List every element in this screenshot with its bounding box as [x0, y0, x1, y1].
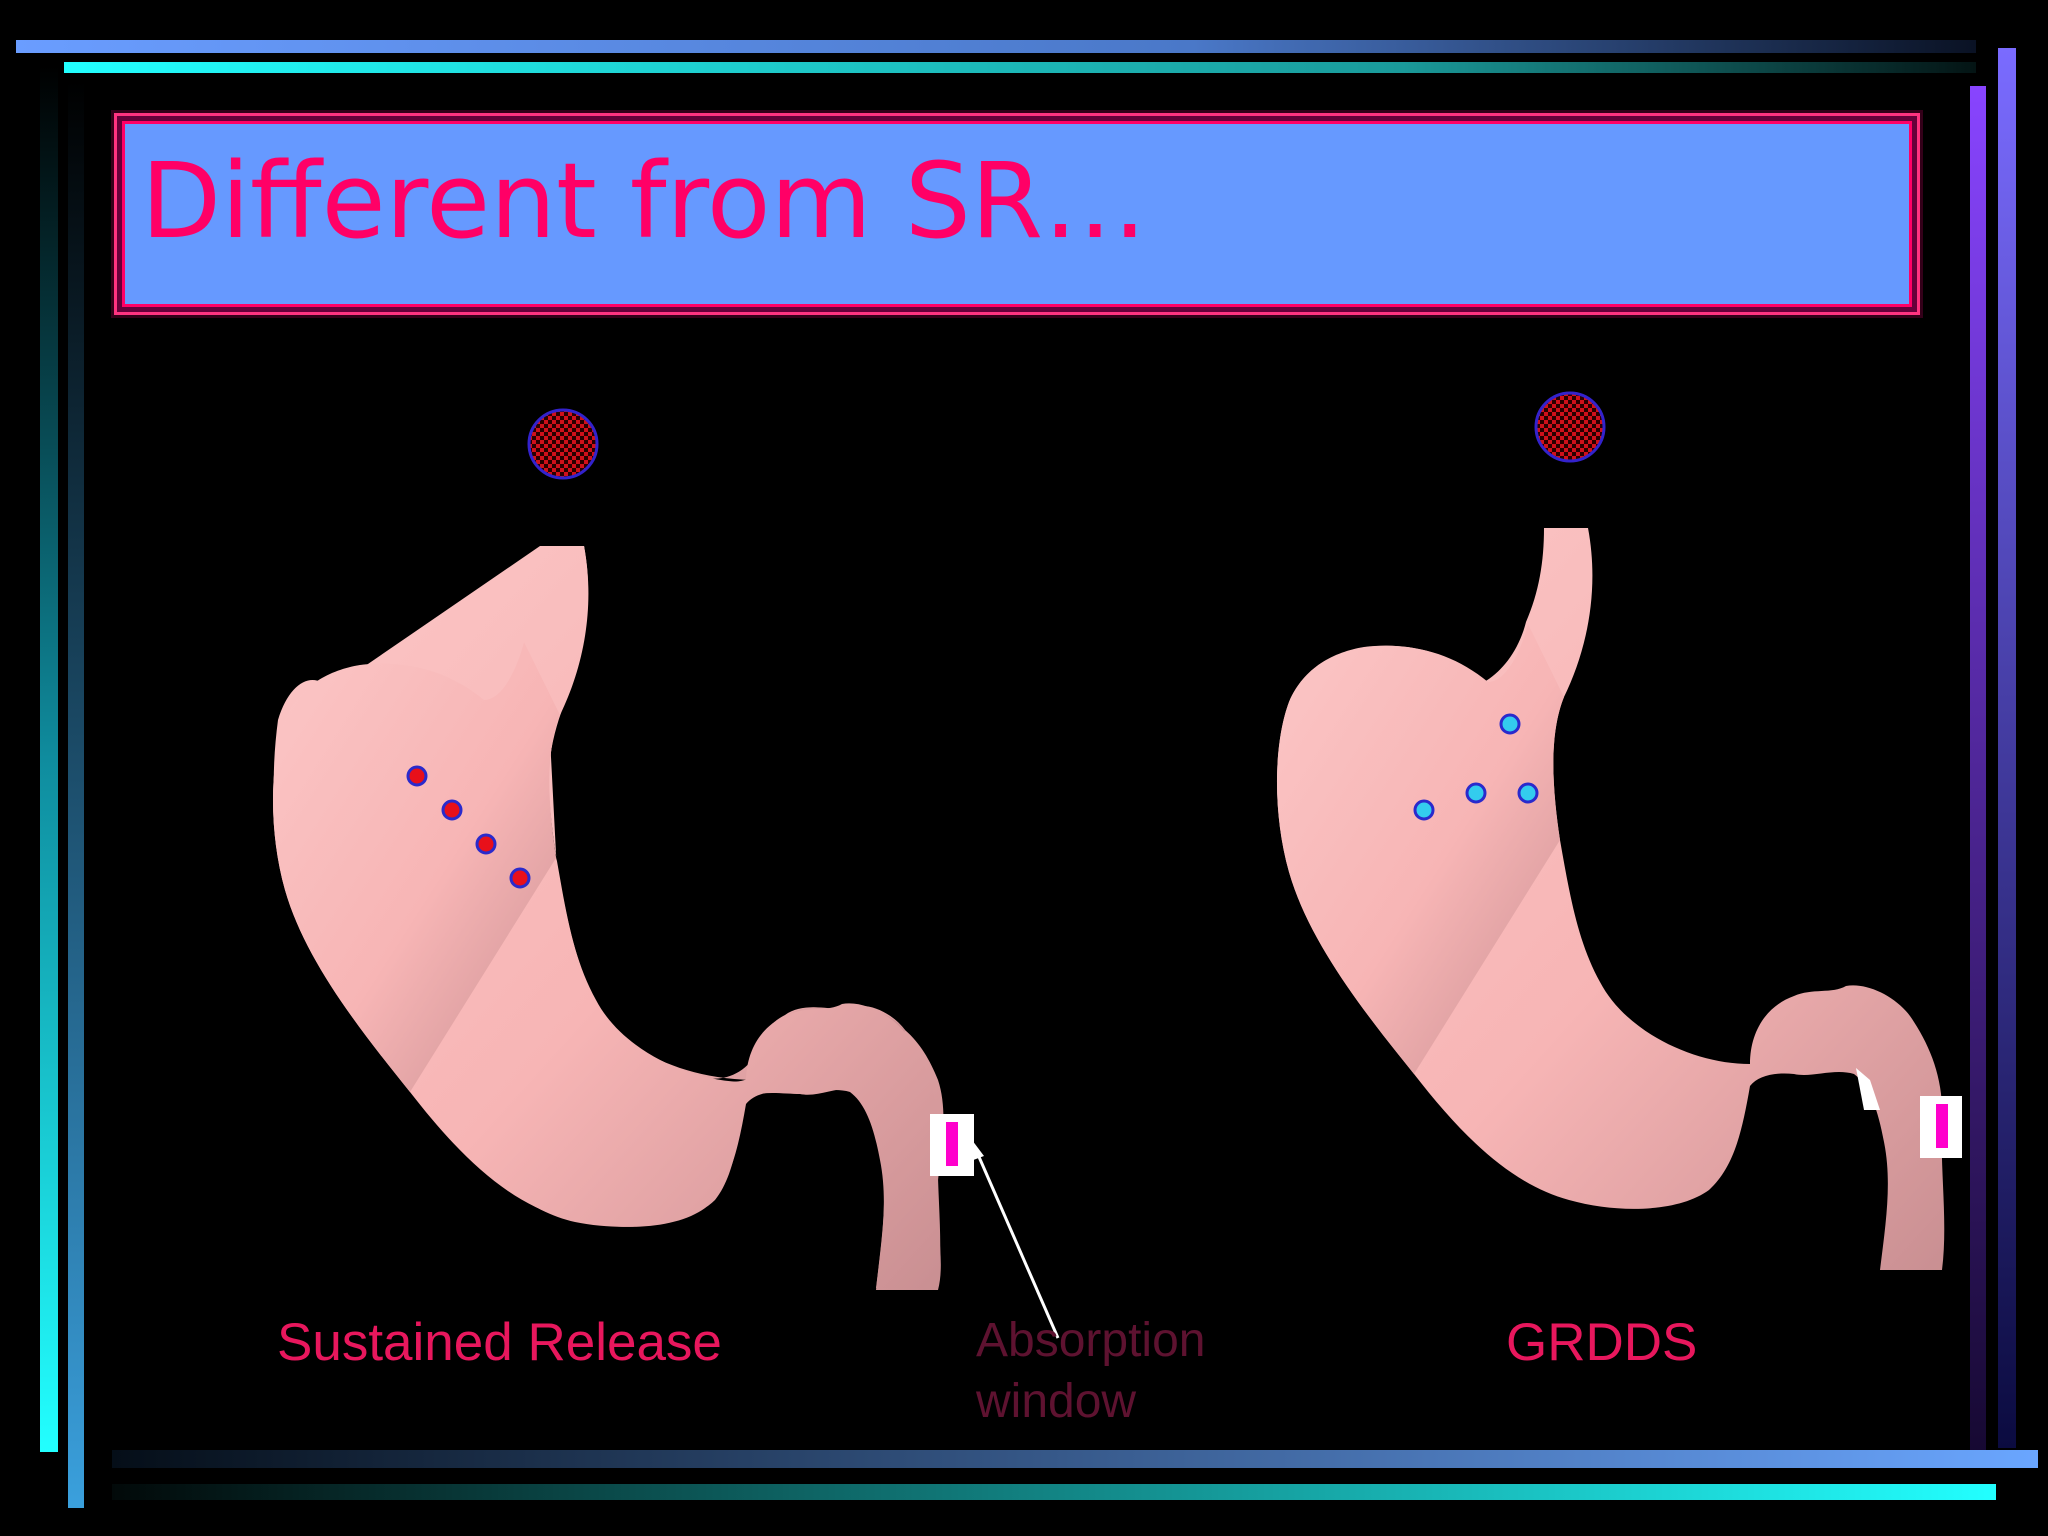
frame-bottom-bar-inner	[112, 1484, 1996, 1500]
grdds-particle	[1499, 713, 1521, 735]
frame-top-bar	[16, 40, 1976, 53]
frame-right-bar-inner	[1970, 86, 1986, 1466]
grdds-particle	[1465, 782, 1487, 804]
absorption-window-label: Absorption window	[976, 1314, 1206, 1428]
grdds-caption: GRDDS	[1506, 1313, 1698, 1372]
sustained-release-caption: Sustained Release	[277, 1313, 722, 1372]
frame-bottom-bar	[112, 1450, 2038, 1468]
frame-right-bar	[1998, 48, 2016, 1448]
slide-title: Different from SR…	[141, 140, 1148, 262]
sr-particles	[406, 765, 531, 889]
absorption-window-marker	[930, 1114, 974, 1176]
absorption-window-marker	[1920, 1096, 1962, 1158]
grdds-particle	[1517, 782, 1539, 804]
sr-particle	[406, 765, 428, 787]
tablet-icon	[527, 408, 599, 480]
frame-top-bar-inner	[64, 62, 1976, 73]
sr-particle	[509, 867, 531, 889]
sr-particle	[441, 799, 463, 821]
grdds-particles	[1413, 713, 1539, 821]
frame-left-bar-inner	[68, 80, 84, 1508]
sr-particle	[475, 833, 497, 855]
tablet-icon	[1534, 391, 1606, 463]
frame-left-bar	[40, 66, 58, 1452]
stomach-illustration	[1276, 528, 1945, 1270]
stomach-illustration	[272, 546, 944, 1290]
grdds-particle	[1413, 799, 1435, 821]
title-box: Different from SR…	[122, 121, 1912, 307]
pointer-arrow	[968, 1140, 1060, 1339]
